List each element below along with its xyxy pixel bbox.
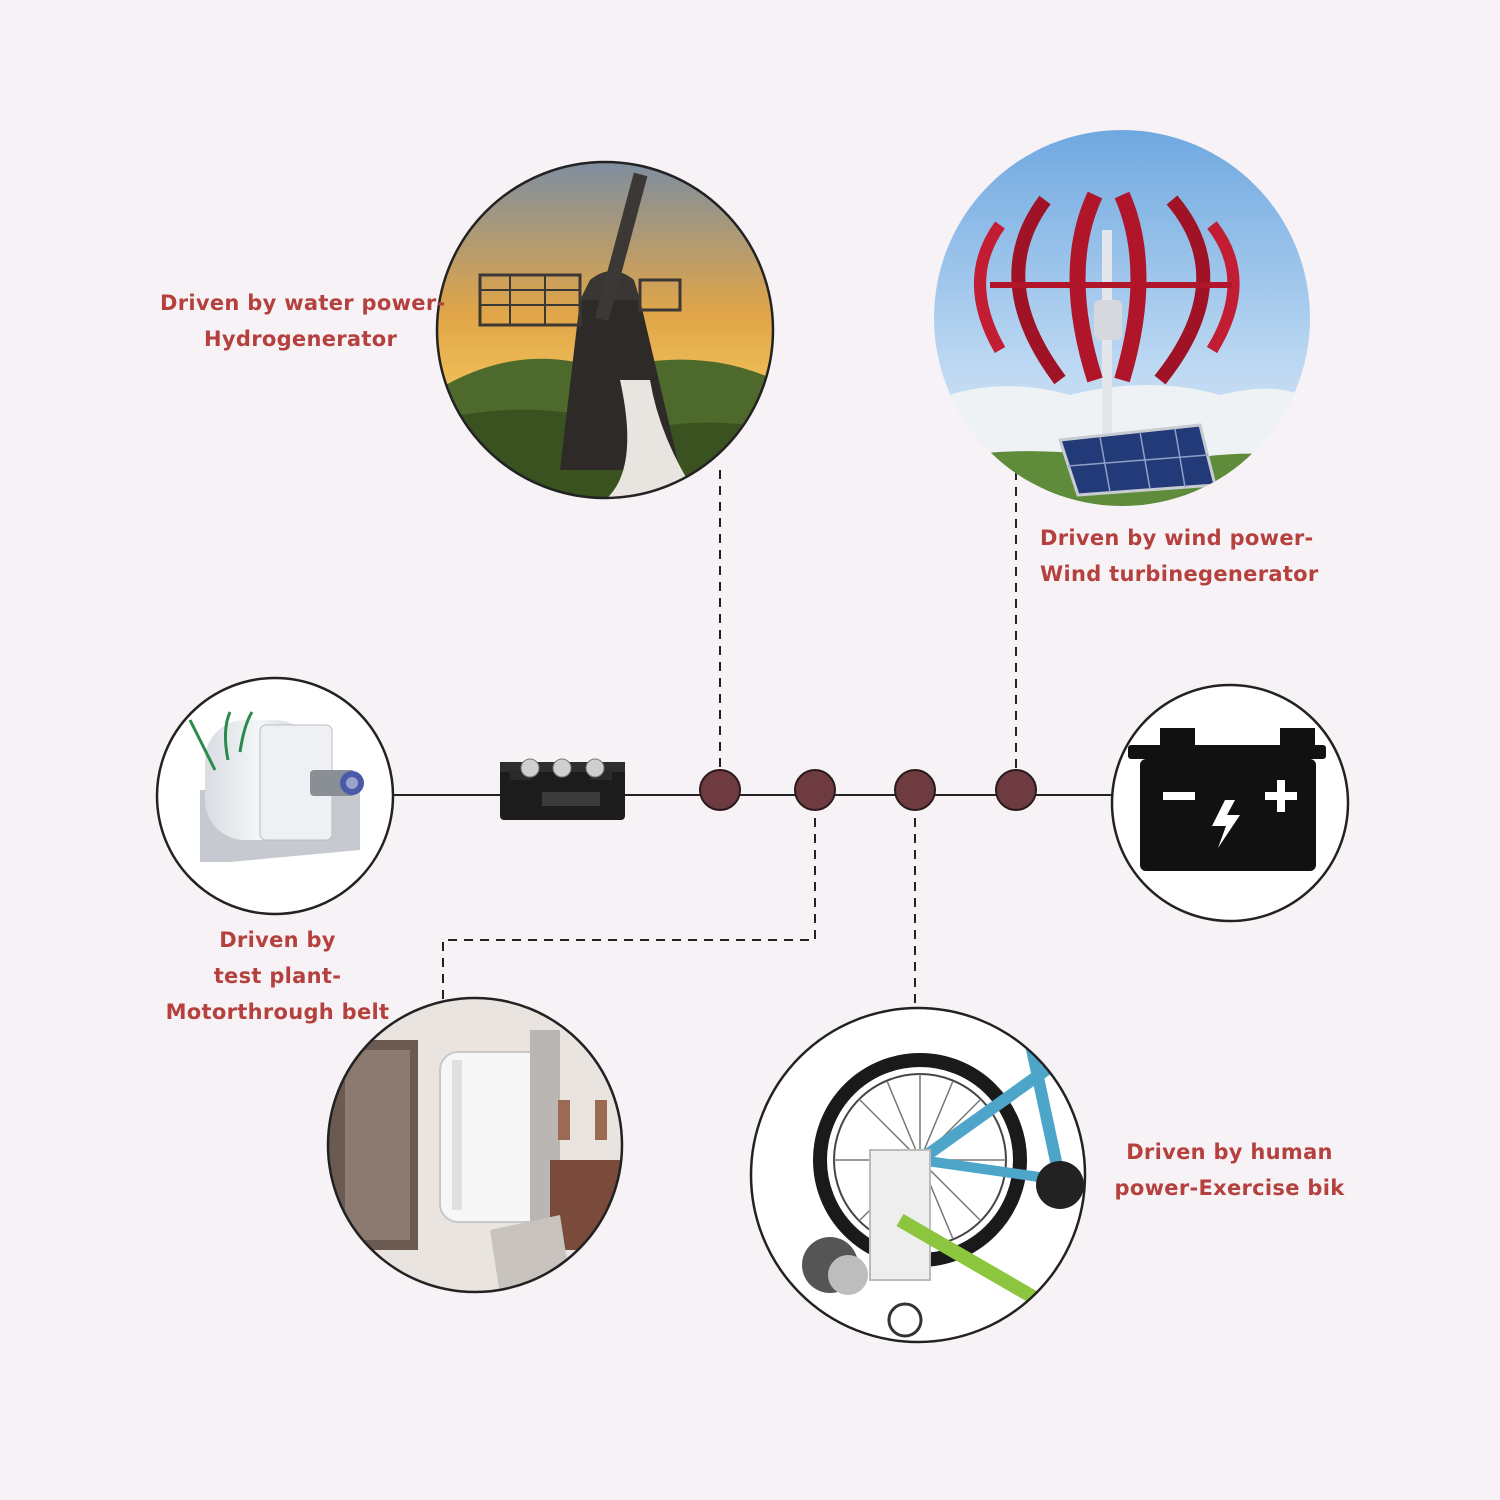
human-power-label: Driven by human power-Exercise bik	[1112, 1134, 1347, 1206]
test-plant-photo	[326, 996, 624, 1294]
wind-turbine-photo	[934, 130, 1310, 506]
junction-node-water	[699, 769, 741, 811]
junction-node-test	[794, 769, 836, 811]
human-label-line1: Driven by human	[1126, 1140, 1333, 1164]
generator-icon	[155, 676, 395, 916]
wind-label-line2: Wind turbinegenerator	[1040, 562, 1319, 586]
water-power-label: Driven by water power- Hydrogenerator	[160, 285, 446, 357]
windmill-photo	[435, 160, 775, 500]
battery-icon	[1110, 683, 1350, 923]
water-label-line1: Driven by water power-	[160, 291, 446, 315]
wind-power-label: Driven by wind power- Wind turbinegenera…	[1040, 520, 1319, 592]
exercise-bike-photo	[749, 1006, 1087, 1344]
rectifier-icon	[500, 758, 625, 820]
connection-lines	[393, 455, 1112, 1008]
test-dashed-connector	[442, 818, 816, 1005]
test-label-line1: Driven by	[219, 928, 336, 952]
water-label-line2: Hydrogenerator	[204, 327, 398, 351]
test-plant-label: Driven by test plant- Motorthrough belt	[150, 922, 405, 1030]
human-label-line2: power-Exercise bik	[1114, 1176, 1345, 1200]
junction-nodes	[699, 769, 1037, 811]
junction-node-bike	[894, 769, 936, 811]
wind-label-line1: Driven by wind power-	[1040, 526, 1314, 550]
junction-node-wind	[995, 769, 1037, 811]
test-label-line2: test plant-	[213, 964, 342, 988]
test-label-line3: Motorthrough belt	[165, 1000, 390, 1024]
